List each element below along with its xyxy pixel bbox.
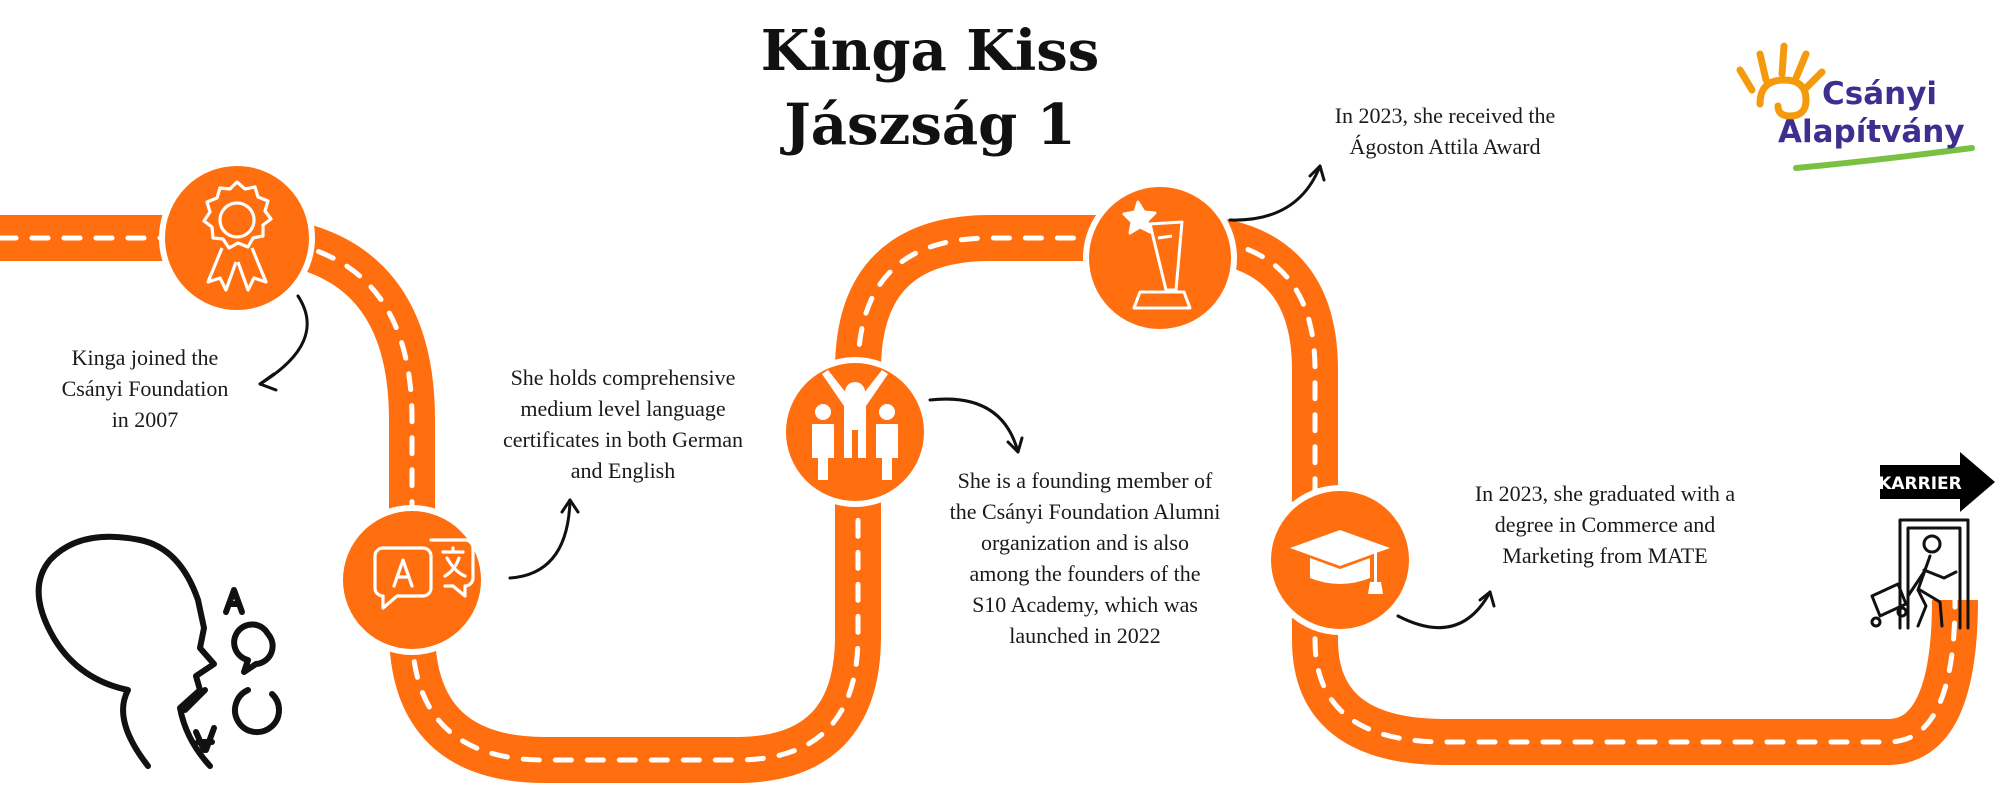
people-group-icon (812, 370, 898, 480)
career-sign-label: KARRIER (1878, 474, 1962, 494)
sun-spiral-logo (1736, 42, 1975, 171)
arrow-3 (928, 397, 1024, 454)
title-group: Jászság 1 (784, 92, 1076, 158)
milestone-1-note: Kinga joined the Csányi Foundation in 20… (61, 345, 229, 432)
career-sign: KARRIER (1878, 452, 1995, 512)
milestone-5 (1265, 485, 1415, 635)
page-title: Kinga Kiss Jászság 1 (680, 14, 1180, 162)
milestone-3-note: She is a founding member of the Csányi F… (949, 468, 1221, 648)
connector-arrows (258, 164, 1496, 630)
exit-door-traveler-icon (1870, 518, 1970, 630)
milestone-4 (1083, 181, 1237, 335)
milestone-2 (337, 505, 487, 655)
milestone-4-note: In 2023, she received the Ágoston Attila… (1334, 103, 1556, 159)
translate-bubbles-icon (373, 538, 475, 610)
arrow-5 (1396, 590, 1496, 630)
graduation-cap-icon (1290, 530, 1390, 594)
arrow-2 (508, 498, 580, 580)
road-dashes (0, 235, 1958, 763)
award-ribbon-icon (202, 180, 273, 292)
milestone-2-note: She holds comprehensive medium level lan… (502, 365, 744, 483)
title-name: Kinga Kiss (760, 18, 1100, 84)
star-trophy-icon (1122, 200, 1192, 310)
logo-text-line-1: Csányi (1822, 76, 1938, 112)
milestone-1 (159, 160, 315, 316)
milestone-5-note: In 2023, she graduated with a degree in … (1474, 481, 1736, 568)
arrow-4 (1228, 164, 1326, 222)
milestone-3 (780, 357, 930, 507)
speaking-head-letters-icon (35, 533, 282, 769)
arrow-1 (258, 294, 309, 392)
logo-text-line-2: Alapítvány (1778, 114, 1965, 150)
